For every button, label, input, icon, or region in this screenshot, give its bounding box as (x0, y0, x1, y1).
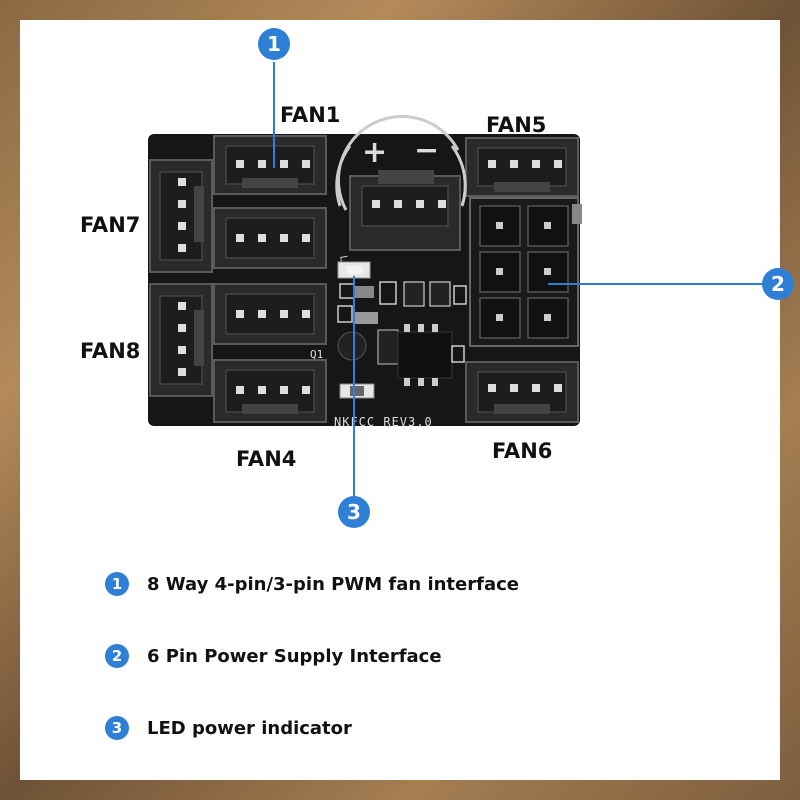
label-fan7: FAN7 (80, 213, 140, 237)
six-pin-power-connector (469, 197, 582, 347)
legend-number-2-badge: 2 (105, 644, 129, 668)
pcb-q1-marking: Q1 (310, 348, 323, 361)
fan5-connector (465, 137, 579, 197)
legend-text-2: 6 Pin Power Supply Interface (147, 645, 442, 667)
feature-legend: 1 8 Way 4-pin/3-pin PWM fan interface 2 … (105, 566, 519, 782)
fan6-connector (465, 361, 579, 423)
legend-text-3: LED power indicator (147, 717, 352, 739)
pcb-plus-mark: + (362, 135, 387, 170)
fan2-connector (213, 207, 327, 269)
label-fan6: FAN6 (492, 439, 552, 463)
label-fan1: FAN1 (280, 103, 340, 127)
callout-badge-3: 3 (338, 496, 370, 528)
pcb-revision-marking: NKFCC REV3.0 (334, 415, 433, 429)
label-fan5: FAN5 (486, 113, 546, 137)
svg-text:1: 1 (267, 32, 281, 56)
fan1-connector (213, 135, 327, 195)
smd-components (337, 281, 467, 399)
legend-number-3-badge: 3 (105, 716, 129, 740)
led-indicator (337, 261, 371, 279)
legend-item-3: 3 LED power indicator (105, 710, 519, 746)
fan4-connector (213, 359, 327, 423)
input-power-connector (335, 115, 467, 251)
callout-badge-1: 1 (258, 28, 290, 60)
legend-item-2: 2 6 Pin Power Supply Interface (105, 638, 519, 674)
fan3-connector (213, 283, 327, 345)
fan8-connector (149, 283, 213, 397)
fan7-connector (149, 159, 213, 273)
label-fan4: FAN4 (236, 447, 296, 471)
callout-badge-2: 2 (762, 268, 794, 300)
pcb-minus-mark: − (414, 133, 439, 168)
legend-text-1: 8 Way 4-pin/3-pin PWM fan interface (147, 573, 519, 595)
label-fan8: FAN8 (80, 339, 140, 363)
svg-text:2: 2 (771, 272, 785, 296)
legend-item-1: 1 8 Way 4-pin/3-pin PWM fan interface (105, 566, 519, 602)
svg-text:3: 3 (347, 500, 361, 524)
legend-number-1-badge: 1 (105, 572, 129, 596)
